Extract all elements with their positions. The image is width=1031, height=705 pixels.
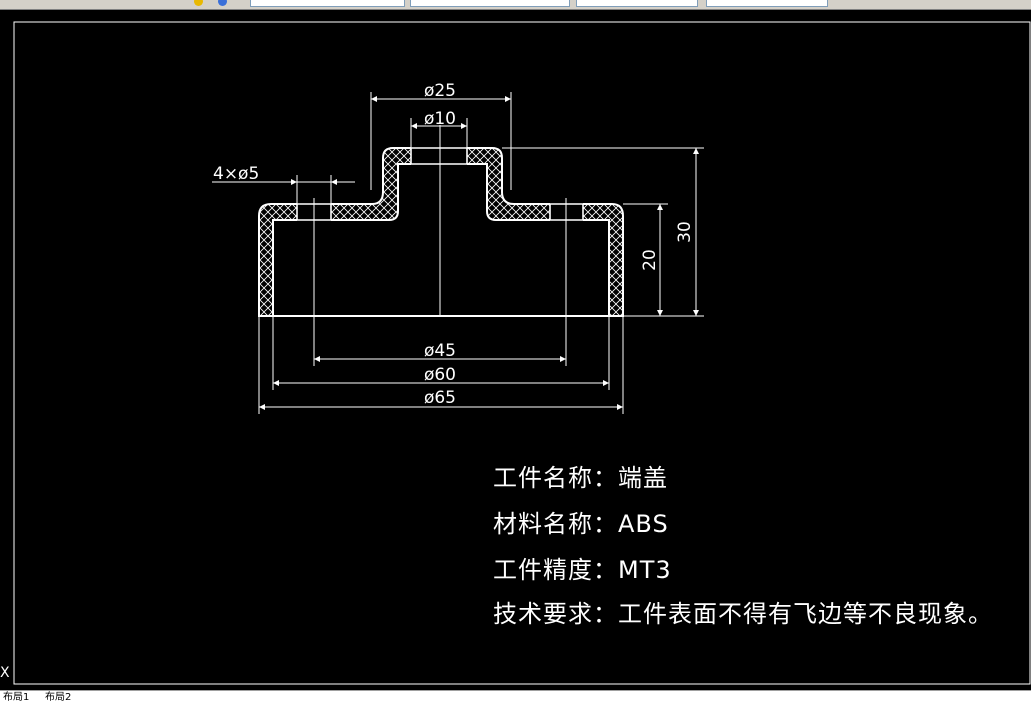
dimension-labels: ø25 ø10 4×ø5 ø45 ø60 ø65 20 30 — [213, 81, 695, 408]
viewport-border — [13, 21, 1031, 685]
toolbar — [0, 0, 1031, 10]
layer-dropdown[interactable] — [250, 0, 405, 7]
ucs-x-axis-label: X — [0, 665, 10, 681]
dim-d45: ø45 — [424, 341, 456, 361]
dim-d60: ø60 — [424, 365, 456, 385]
extension-lines — [258, 92, 704, 414]
note-requirement: 技术要求：工件表面不得有飞边等不良现象。 — [493, 600, 993, 628]
center-lines — [313, 125, 567, 366]
dim-d10: ø10 — [424, 109, 456, 129]
linetype-dropdown[interactable] — [576, 0, 698, 7]
layer-color-icon[interactable] — [218, 0, 227, 6]
note-part-name: 工件名称：端盖 — [493, 464, 668, 492]
dimension-lines — [212, 96, 699, 410]
dim-d25: ø25 — [424, 81, 456, 101]
drawing-canvas[interactable]: ø25 ø10 4×ø5 ø45 ø60 ø65 20 30 工件名称：端盖 材… — [0, 10, 1031, 690]
color-dropdown[interactable] — [410, 0, 570, 7]
note-precision: 工件精度：MT3 — [493, 556, 672, 584]
dim-h20: 20 — [640, 249, 660, 271]
layer-state-icon[interactable] — [194, 0, 203, 6]
tab-layout-2[interactable]: 布局2 — [45, 692, 72, 703]
dim-h30: 30 — [675, 221, 695, 243]
cad-drawing: ø25 ø10 4×ø5 ø45 ø60 ø65 20 30 — [13, 21, 1031, 685]
note-material: 材料名称：ABS — [493, 510, 669, 538]
dim-d65: ø65 — [424, 388, 456, 408]
dim-holes: 4×ø5 — [213, 164, 259, 184]
layout-tab-bar: 布局1 布局2 — [0, 690, 1031, 705]
lineweight-dropdown[interactable] — [706, 0, 828, 7]
tab-layout-1[interactable]: 布局1 — [3, 692, 30, 703]
